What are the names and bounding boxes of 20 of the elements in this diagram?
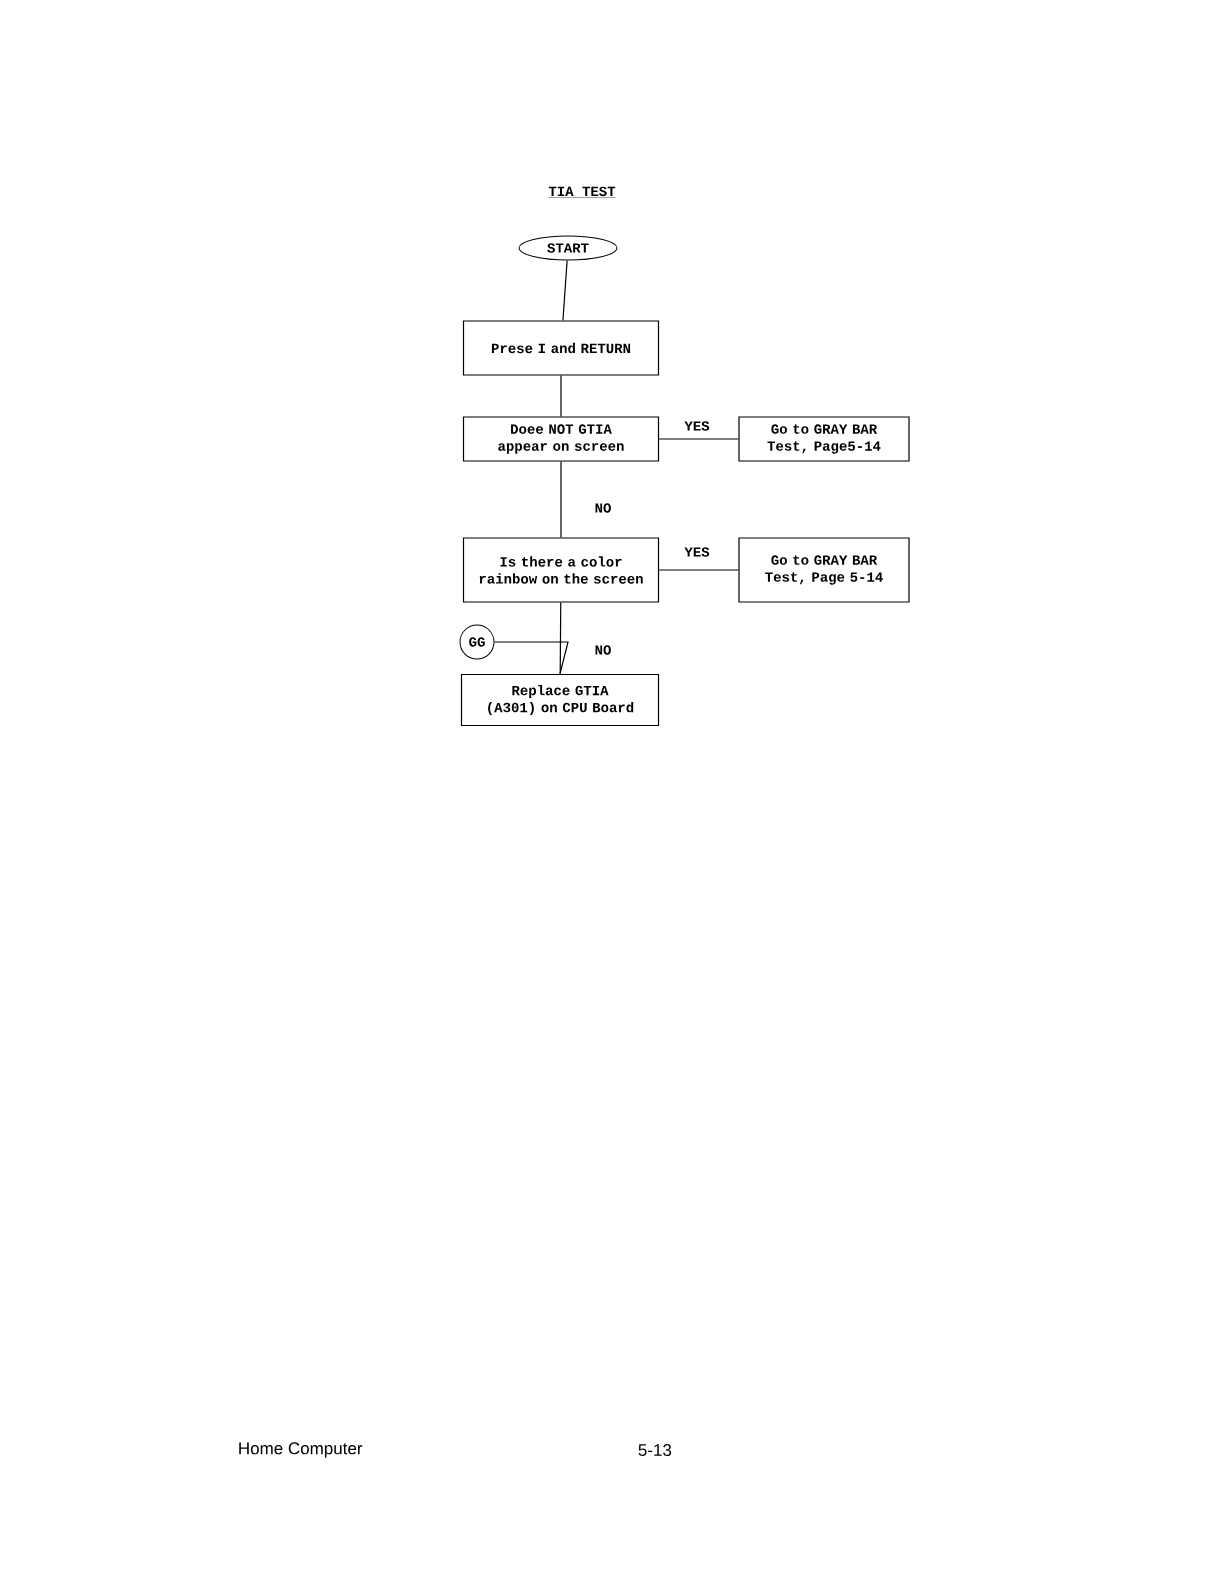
edge-label: YES <box>684 421 710 431</box>
edge-label: NO <box>595 645 611 655</box>
title: TIA TEST <box>548 186 616 198</box>
connector-line <box>658 438 739 440</box>
footer-text: Home Computer <box>239 1442 363 1458</box>
connector-line <box>560 461 562 538</box>
edge-label: NO <box>595 503 611 513</box>
connector-line <box>562 259 568 321</box>
connector-line <box>560 375 562 417</box>
process-box: Go to GRAY BAR Test, Page5-14 <box>738 416 910 462</box>
edge-label: YES <box>684 547 710 557</box>
process-box: Replace GTIA (A301) on CPU Board <box>460 673 660 727</box>
process-box: Doee NOT GTIA appear on screen <box>462 416 660 462</box>
terminal-oval: START <box>518 235 618 261</box>
connector-line <box>658 569 739 571</box>
process-box: Go to GRAY BAR Test, Page 5-14 <box>738 537 910 603</box>
process-box: Prese I and RETURN <box>462 320 660 376</box>
connector-line <box>493 641 569 675</box>
footer-text: 5-13 <box>638 1444 672 1457</box>
process-box: Is there a color rainbow on the screen <box>462 537 660 603</box>
